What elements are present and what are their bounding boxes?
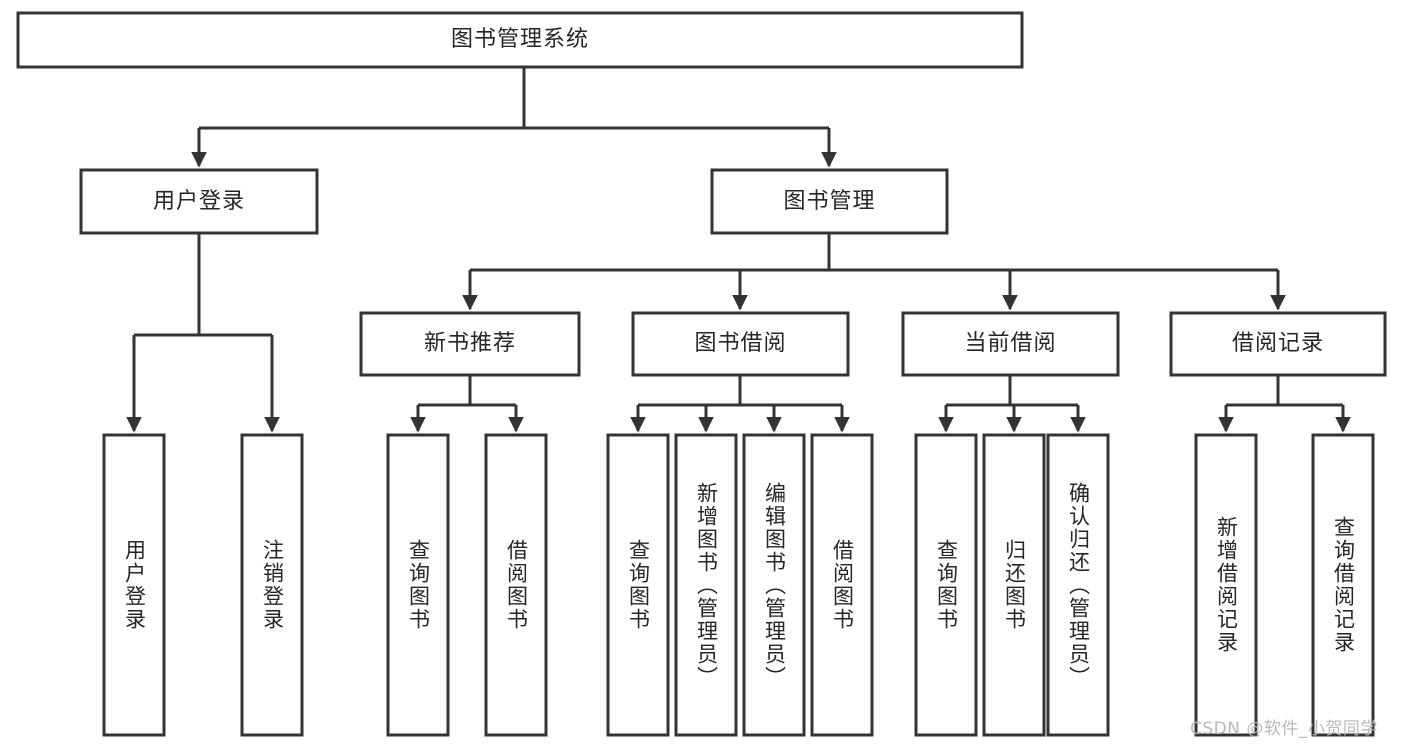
leaf-box-borrow-records-2 (1311, 433, 1375, 737)
leaf-box-new-book-1 (386, 433, 450, 737)
leaf-box-user-login-2 (240, 433, 304, 737)
leaf-box-new-book-2 (484, 433, 548, 737)
leaf-box-book-borrow-2 (674, 433, 738, 737)
node-box-root (16, 11, 1024, 69)
node-box-borrow-records (1169, 311, 1387, 377)
leaf-box-user-login-1 (102, 433, 166, 737)
watermark-text: CSDN @软件_小贺同学 (1190, 719, 1378, 739)
leaf-box-current-borrow-1 (914, 433, 978, 737)
leaf-box-current-borrow-2 (982, 433, 1046, 737)
node-box-current-borrow (901, 311, 1120, 377)
node-box-book-borrow (631, 311, 850, 377)
node-box-book-manage (710, 168, 949, 235)
node-box-new-book (359, 311, 581, 377)
node-box-user-login (79, 168, 319, 235)
leaf-box-book-borrow-3 (742, 433, 806, 737)
leaf-box-book-borrow-1 (606, 433, 670, 737)
leaf-box-borrow-records-1 (1194, 433, 1258, 737)
leaf-box-current-borrow-3 (1046, 433, 1110, 737)
leaf-box-book-borrow-4 (810, 433, 874, 737)
